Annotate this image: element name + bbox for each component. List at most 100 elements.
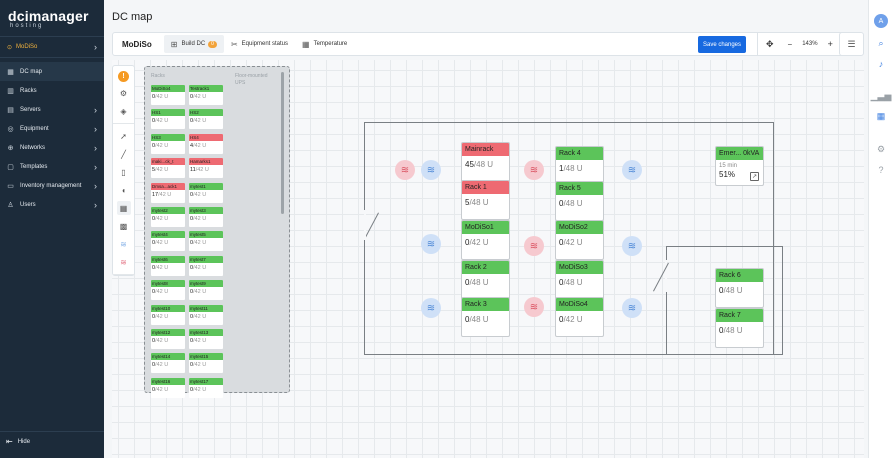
warning-icon[interactable]: ! [118,71,129,82]
zoom-out-button[interactable]: − [787,39,793,49]
rack-total: /48 U [723,286,743,295]
palette-rack-usage: 0/42 U [151,336,185,347]
settings-icon[interactable]: ⚙ [119,88,128,98]
nav-item-servers[interactable]: ▤Servers› [0,100,104,119]
nav-item-networks[interactable]: ⊕Networks› [0,138,104,157]
ups-unit[interactable]: Emer... 0kVA 15 min 51% ↗ [715,146,764,186]
tab-temperature[interactable]: ▦Temperature [295,35,354,53]
cold-air-fan-icon[interactable]: ≋ [421,298,441,318]
hot-air-fan-icon[interactable]: ≋ [395,160,415,180]
area-icon[interactable]: ◖ [121,185,126,195]
door-icon[interactable]: ▯ [121,167,126,177]
save-changes-button[interactable]: Save changes [698,36,746,53]
rack-tool-icon[interactable]: ▦ [116,201,131,215]
tab-label: Equipment status [241,41,289,47]
nav-item-templates[interactable]: ▢Templates› [0,157,104,176]
tool-group-top: ! ⚙ ◈ [113,66,134,124]
bell-icon[interactable]: ♪ [878,59,884,69]
palette-rack-usage: 0/42 U [189,336,223,347]
hot-air-fan-icon[interactable]: ≋ [524,297,544,317]
hot-air-fan-icon[interactable]: ≋ [524,236,544,256]
cold-air-fan-icon[interactable]: ≋ [622,236,642,256]
layers-icon[interactable]: ◈ [120,106,127,116]
search-icon[interactable]: ⌕ [878,37,884,48]
cold-air-fan-icon[interactable]: ≋ [622,298,642,318]
palette-rack-usage: 0/42 U [189,360,223,371]
location-selector[interactable]: ⊙ MoDiSo › [0,36,104,58]
nav-item-users[interactable]: ♙Users› [0,195,104,214]
nav-item-inventory[interactable]: ▭Inventory management› [0,176,104,195]
cold-air-fan-icon[interactable]: ≋ [421,160,441,180]
zoom-in-button[interactable]: + [827,39,833,49]
palette-scrollbar[interactable] [281,72,284,214]
help-icon[interactable]: ? [878,165,884,175]
nav-item-dc-map[interactable]: ▦DC map [0,62,104,81]
move-icon[interactable]: ✥ [766,38,774,49]
cold-air-icon[interactable]: ≋ [120,239,127,249]
rack-name: Rack 7 [716,309,763,322]
gear-icon[interactable]: ⚙ [876,143,886,154]
changes-badge: 0 [208,40,217,48]
user-avatar[interactable]: A [874,14,888,28]
hide-sidebar-button[interactable]: ⇤Hide [6,437,30,446]
nav-item-equipment[interactable]: ◎Equipment› [0,119,104,138]
hot-air-icon[interactable]: ≋ [120,257,127,267]
cold-air-fan-icon[interactable]: ≋ [421,234,441,254]
analytics-icon[interactable]: ▁▃▅ [870,90,892,101]
palette-rack-usage: 0/42 U [151,385,185,396]
ups-tool-icon[interactable]: ▩ [119,221,128,231]
wall-line-icon[interactable]: ╱ [121,149,126,159]
hot-air-fan-icon[interactable]: ≋ [524,160,544,180]
list-view-button[interactable]: ☰ [839,32,864,56]
palette-rack-name: mytest4 [151,231,185,239]
cold-air-fan-icon[interactable]: ≋ [622,160,642,180]
rack-total: /42 U [155,313,169,320]
apps-icon[interactable]: ▦ [876,110,886,121]
chevron-right-icon: › [94,104,97,115]
tab-equipment-status[interactable]: ✂Equipment status [224,35,295,53]
nav-item-racks[interactable]: ▥Racks [0,81,104,100]
equipment-icon: ◎ [7,125,14,133]
pointer-icon[interactable]: ➚ [120,131,127,141]
